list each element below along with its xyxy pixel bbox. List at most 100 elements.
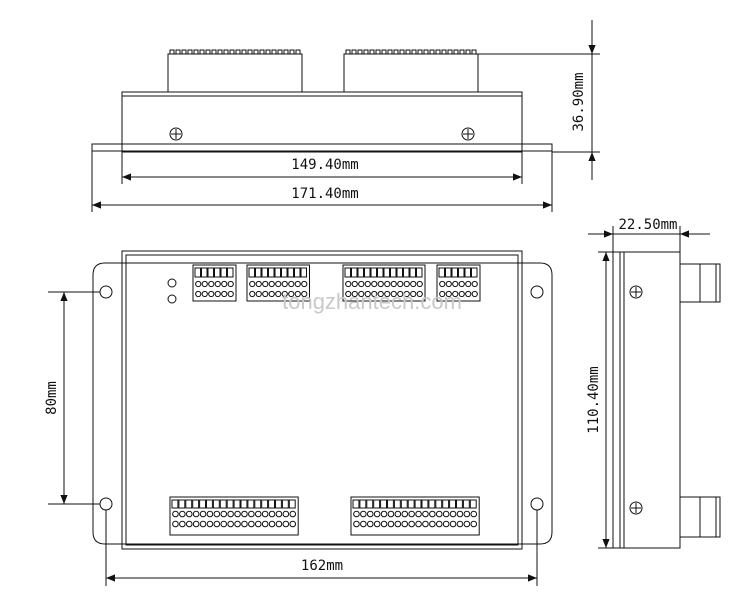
terminal-slot xyxy=(414,499,422,509)
terminal-screw xyxy=(195,280,202,288)
terminal-screw xyxy=(456,520,464,528)
terminal-slot xyxy=(300,267,307,278)
terminal-slot xyxy=(255,267,262,278)
connector-pin xyxy=(259,49,265,55)
terminal-screw xyxy=(199,520,207,528)
terminal-screw xyxy=(471,290,478,298)
terminal-screw xyxy=(220,510,228,518)
terminal-slot xyxy=(219,499,227,509)
terminal-screw xyxy=(249,290,256,298)
connector-pin xyxy=(345,49,351,55)
side-view-body xyxy=(619,251,681,549)
terminal-screw xyxy=(192,520,200,528)
terminal-screw xyxy=(458,290,465,298)
screw-icon xyxy=(169,127,183,141)
terminal-screw xyxy=(429,520,436,528)
terminal-screw xyxy=(179,510,186,518)
terminal-screw xyxy=(185,510,193,518)
terminal-slot xyxy=(370,267,377,278)
dim-label-height: 36.90mm xyxy=(571,72,587,131)
terminal-screw xyxy=(351,280,358,288)
terminal-screw xyxy=(289,510,297,518)
terminal-screw xyxy=(227,510,234,518)
terminal-screw xyxy=(255,290,262,298)
terminal-screw xyxy=(403,280,410,288)
connector-pin xyxy=(417,49,423,55)
terminal-screw xyxy=(364,280,371,288)
terminal-slot xyxy=(359,499,367,509)
terminal-screw xyxy=(435,520,443,528)
terminal-screw xyxy=(249,280,256,288)
terminal-screw xyxy=(358,290,365,298)
terminal-screw xyxy=(442,510,450,518)
terminal-slot xyxy=(178,499,186,509)
connector-pin xyxy=(223,49,229,55)
terminal-screw xyxy=(384,290,391,298)
terminal-screw xyxy=(227,290,234,298)
terminal-screw xyxy=(281,290,288,298)
terminal-screw xyxy=(208,290,215,298)
terminal-slot xyxy=(352,499,360,509)
terminal-screw xyxy=(268,290,275,298)
terminal-slot xyxy=(403,267,410,278)
terminal-screw xyxy=(452,280,459,288)
terminal-slot xyxy=(207,267,214,278)
top-view-flange xyxy=(91,143,553,152)
terminal-slot xyxy=(428,499,436,509)
led-indicator xyxy=(167,294,177,304)
terminal-screw xyxy=(201,280,208,288)
terminal-screw xyxy=(221,280,228,288)
terminal-screw xyxy=(373,520,381,528)
terminal-screw xyxy=(172,520,179,528)
terminal-slot xyxy=(274,267,281,278)
terminal-slot xyxy=(281,267,288,278)
terminal-screw xyxy=(213,520,221,528)
front-view-body xyxy=(121,250,523,550)
top-connector-right xyxy=(343,53,479,93)
terminal-screw xyxy=(351,290,358,298)
terminal-screw xyxy=(262,290,269,298)
connector-pin xyxy=(393,49,399,55)
terminal-screw xyxy=(373,510,381,518)
terminal-screw xyxy=(445,280,452,288)
screw-icon xyxy=(629,285,643,299)
terminal-block xyxy=(350,496,480,536)
terminal-screw xyxy=(377,280,384,288)
terminal-screw xyxy=(380,510,388,518)
terminal-screw xyxy=(289,520,297,528)
mount-hole xyxy=(99,497,113,511)
watermark: tongzhantech.com xyxy=(282,289,462,314)
connector-pin xyxy=(193,49,199,55)
terminal-screw xyxy=(213,510,221,518)
connector-pin xyxy=(357,49,363,55)
terminal-screw xyxy=(241,520,248,528)
terminal-slot xyxy=(194,267,201,278)
terminal-slot xyxy=(254,499,262,509)
terminal-screw xyxy=(463,520,471,528)
side-connector-top xyxy=(679,263,717,303)
terminal-screw xyxy=(408,520,415,528)
terminal-screw xyxy=(234,520,241,528)
terminal-screw xyxy=(234,510,241,518)
terminal-slot xyxy=(451,267,458,278)
terminal-screw xyxy=(261,510,269,518)
led-indicator xyxy=(167,278,177,288)
connector-pin xyxy=(247,49,253,55)
dim-label-depth: 22.50mm xyxy=(618,217,677,233)
terminal-screw xyxy=(470,520,478,528)
terminal-screw xyxy=(301,290,308,298)
connector-pin xyxy=(381,49,387,55)
terminal-slot xyxy=(294,267,301,278)
terminal-screw xyxy=(195,290,202,298)
terminal-slot xyxy=(366,499,374,509)
terminal-screw xyxy=(394,520,402,528)
terminal-screw xyxy=(371,280,378,288)
terminal-block xyxy=(436,264,481,302)
terminal-screw xyxy=(366,520,374,528)
terminal-slot xyxy=(416,267,423,278)
terminal-screw xyxy=(288,290,295,298)
screw-icon xyxy=(461,127,475,141)
terminal-slot xyxy=(281,499,289,509)
terminal-screw xyxy=(262,280,269,288)
connector-pin xyxy=(289,49,295,55)
